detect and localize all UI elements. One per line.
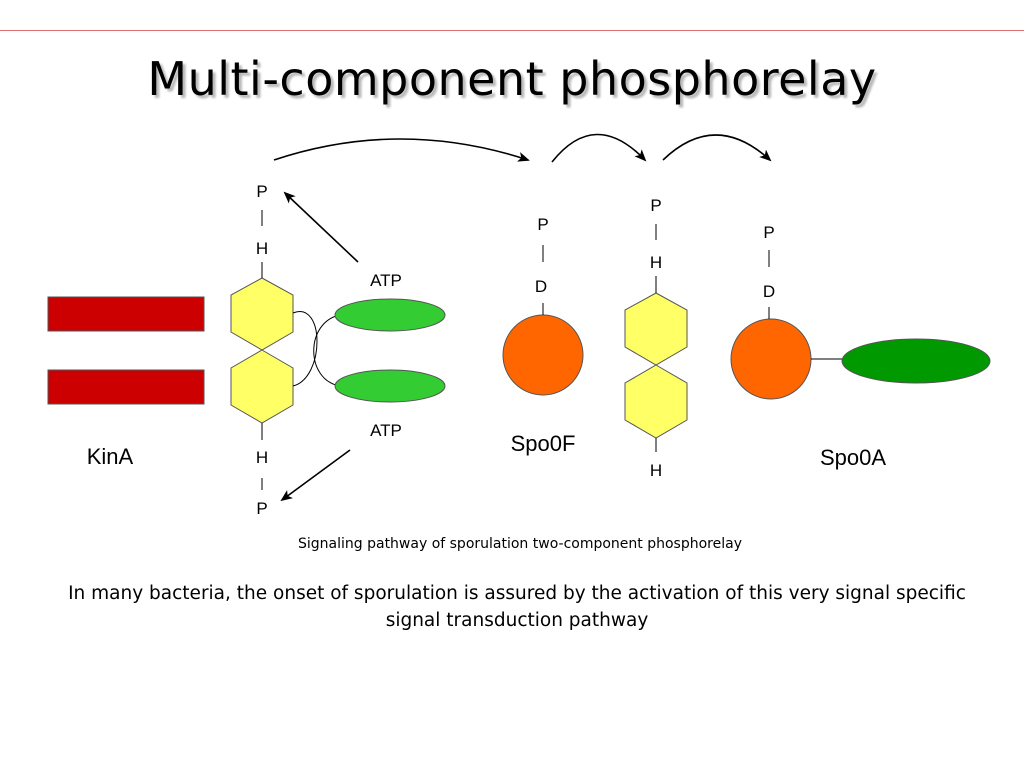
kina-hexagon-top — [230, 277, 294, 351]
kina-top-p-label: P — [256, 182, 267, 201]
top-rule — [0, 30, 1024, 31]
spo0a-d-label: D — [763, 282, 775, 301]
kina-hexagon-bottom — [230, 349, 294, 424]
spo0a-receiver-circle — [730, 318, 812, 400]
atp-bottom-label: ATP — [370, 421, 402, 440]
transfer-arrow-spo0f-to-spo0b — [551, 133, 647, 163]
atp-ellipse-bottom — [334, 369, 446, 403]
phosphate-arrow-bottom — [280, 449, 351, 502]
kina-bottom-p-label: P — [256, 499, 267, 518]
spo0f-p-label: P — [537, 215, 548, 234]
spo0f-name-label: Spo0F — [511, 431, 576, 456]
spo0b-p-label: P — [650, 196, 661, 215]
phosphate-arrow-top — [283, 191, 359, 263]
spo0f-d-label: D — [535, 277, 547, 296]
spo0f-receiver-circle — [502, 314, 584, 396]
atp-binding-curve-outer — [292, 311, 318, 387]
kina-bottom-h-label: H — [256, 448, 268, 467]
kina-name-label: KinA — [87, 444, 134, 469]
kina-top-h-label: H — [256, 239, 268, 258]
kina-membrane-bar-top — [47, 296, 205, 332]
atp-ellipse-top — [334, 298, 446, 332]
spo0b-hexagon-bottom — [624, 364, 688, 439]
transfer-arrow-kina-to-spo0f — [273, 138, 530, 162]
slide-title: Multi-component phosphorelay — [147, 52, 877, 106]
spo0a-effector-ellipse — [841, 338, 991, 384]
kina-membrane-bar-bottom — [47, 369, 205, 405]
spo0b-hexagon-top — [624, 292, 688, 366]
spo0a-name-label: Spo0A — [820, 445, 886, 470]
figure-caption: Signaling pathway of sporulation two-com… — [298, 536, 742, 552]
spo0b-top-h-label: H — [650, 253, 662, 272]
transfer-arrow-spo0b-to-spo0a — [662, 134, 772, 162]
body-text: In many bacteria, the onset of sporulati… — [68, 583, 966, 631]
atp-top-label: ATP — [370, 271, 402, 290]
spo0b-bottom-h-label: H — [650, 461, 662, 480]
spo0a-p-label: P — [763, 223, 774, 242]
atp-binding-curve-inner — [313, 314, 341, 387]
